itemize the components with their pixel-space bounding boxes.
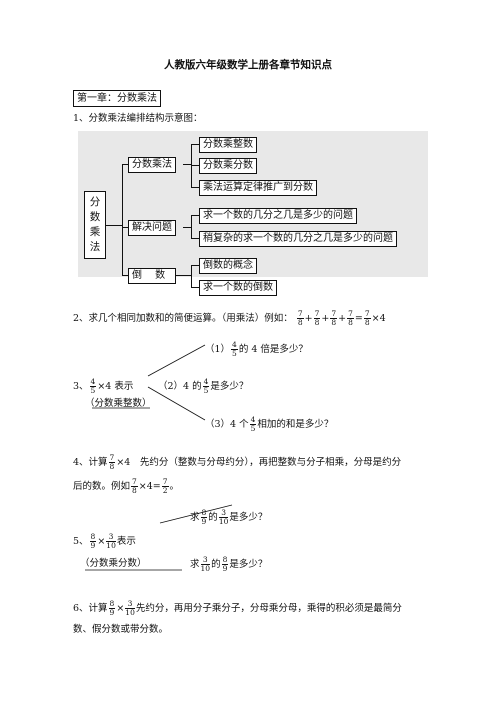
connector — [176, 275, 191, 276]
connector — [122, 275, 128, 276]
root-char: 分 — [89, 196, 101, 208]
connector — [183, 227, 191, 228]
connector — [191, 187, 199, 188]
leaf-complex-fraction-of-number: 稍复杂的求一个数的几分之几是多少的问题 — [199, 231, 397, 247]
equals-sign: = — [354, 313, 363, 324]
item-2-tail: ×4 — [371, 313, 386, 324]
leaf-fraction-of-number: 求一个数的几分之几是多少的问题 — [199, 208, 357, 224]
root-char: 数 — [89, 211, 101, 223]
leaf-find-reciprocal: 求一个数的倒数 — [199, 280, 277, 296]
connector — [122, 227, 128, 228]
connector — [183, 164, 191, 165]
root-char: 乘 — [89, 226, 101, 238]
branch-reciprocal: 倒 数 — [128, 268, 176, 284]
plus-sign: + — [338, 313, 347, 324]
leaf-laws-extension: 乘法运算定律推广到分数 — [199, 180, 317, 196]
plus-sign: + — [304, 313, 313, 324]
chapter-heading: 第一章：分数乘法 — [73, 90, 161, 107]
root-char: 法 — [89, 241, 101, 253]
item-5-note: （分数乘分数） — [80, 558, 147, 569]
plus-sign: + — [321, 313, 330, 324]
connector — [191, 287, 199, 288]
connector — [122, 164, 123, 275]
connector — [191, 165, 199, 166]
item-2-text: 2、求几个相同加数和的简便运算。（用乘法）例如： — [73, 313, 293, 324]
leaf-fraction-times-fraction: 分数乘分数 — [199, 158, 257, 174]
item-1-text: 1、分数乘法编排结构示意图： — [73, 113, 203, 124]
branch-fraction-multiplication: 分数乘法 — [128, 157, 176, 173]
connector — [106, 225, 122, 226]
connector — [122, 164, 128, 165]
connector — [191, 265, 192, 287]
leaf-reciprocal-concept: 倒数的概念 — [199, 258, 257, 274]
connector — [191, 215, 192, 238]
page-title: 人教版六年级数学上册各章节知识点 — [164, 59, 332, 71]
branch-problem-solving: 解决问题 — [128, 220, 176, 236]
connector — [191, 144, 199, 145]
connector — [191, 265, 199, 266]
connector — [191, 215, 199, 216]
diagram-root: 分 数 乘 法 — [84, 191, 106, 259]
structure-diagram: 分 数 乘 法 分数乘法 解决问题 倒 数 分数乘整数 分数乘分数 乘法运算定律… — [78, 131, 428, 296]
item-6-line-2: 数、假分数或带分数。 — [73, 624, 169, 635]
leaf-fraction-times-integer: 分数乘整数 — [199, 137, 257, 153]
connector — [191, 238, 199, 239]
item-3-note: （分数乘整数） — [85, 398, 152, 409]
